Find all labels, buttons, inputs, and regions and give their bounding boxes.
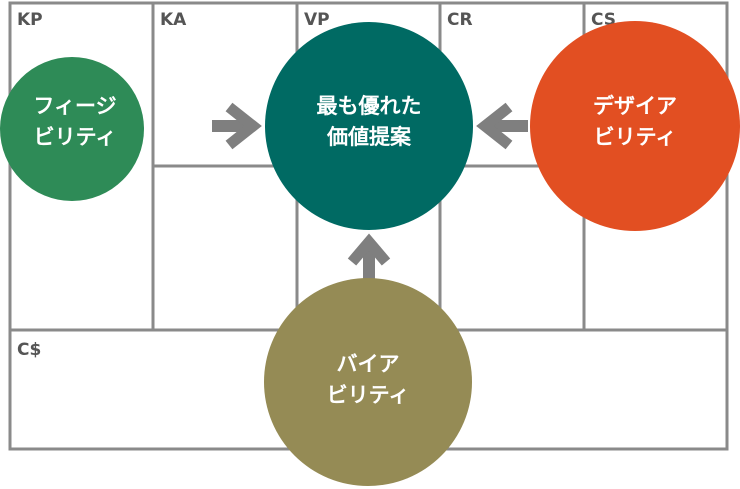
value-line-2: 価値提案 [326,125,412,149]
feasibility-line-1: フィージ [33,94,116,118]
value-circle-shape [265,22,473,230]
circle-desirability: デザイア ビリティ [530,21,740,231]
viability-line-1: バイア [337,352,400,376]
feasibility-circle-shape [0,57,144,201]
arrow-up [347,233,391,282]
desirability-line-1: デザイア [593,94,677,118]
circle-viability: バイア ビリティ [264,278,472,486]
value-line-1: 最も優れた [317,94,422,118]
cell-label-vp: VP [304,10,330,30]
cell-label-ka: KA [160,10,187,30]
viability-circle-shape [264,278,472,486]
arrow-left [476,102,528,150]
viability-line-2: ビリティ [327,383,410,407]
circle-feasibility: フィージ ビリティ [0,57,144,201]
cell-label-kp: KP [17,10,43,30]
feasibility-line-2: ビリティ [34,125,117,149]
arrow-right [212,102,262,150]
circle-value: 最も優れた 価値提案 [265,22,473,230]
cell-label-cost: C$ [17,340,41,360]
desirability-circle-shape [530,21,740,231]
arrows [212,102,528,282]
desirability-line-2: ビリティ [594,125,677,149]
cell-label-cr: CR [447,10,473,30]
